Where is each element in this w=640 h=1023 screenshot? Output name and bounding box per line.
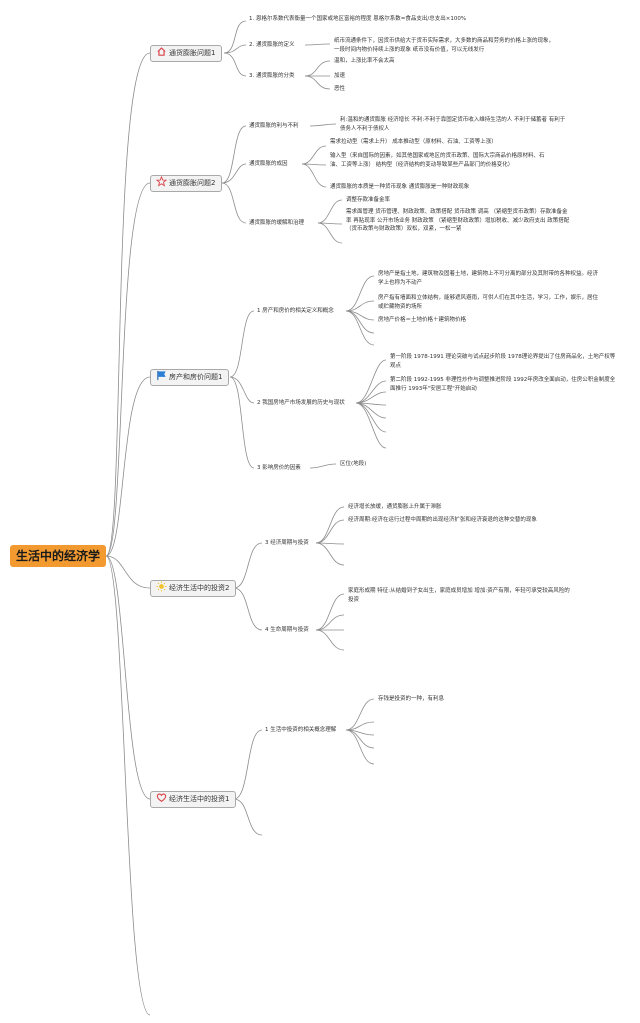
star-icon [155,175,168,187]
leaf-demand-management[interactable]: 需求面管理 货币管理、财政政策、政策搭配 货币政策 调高 （紧缩型货币政策）存款… [346,209,570,232]
leaf-imported-structural[interactable]: 输入型（来自国际的因素，如其他国家或地区的货币政策、国际大宗商品价格原材料、石油… [330,153,545,168]
heart-icon [156,792,167,803]
root-topic[interactable]: 生活中的经济学 [10,545,106,567]
leaf-phase-two[interactable]: 第二阶段 1992-1995 非理性炒作与调整推进阶段 1992年房改全面启动，… [390,377,616,392]
node-economic-cycle[interactable]: 3 经济周期与投资 [265,540,309,546]
leaf-savings-interest[interactable]: 存钱是投资的一种，有利息 [378,696,445,702]
node-investment-concepts[interactable]: 1 生活中投资的相关概念理解 [265,727,337,733]
leaf-inflation-definition-text[interactable]: 纸币流通条件下，因货币供给大于货币实际需求，大多数的商品和劳务的价格上涨的现象，… [334,38,555,53]
leaf-reserve-ratio[interactable]: 调整存款准备金率 [346,197,391,203]
leaf-location[interactable]: 区位(地段) [340,461,367,467]
leaf-family-formation[interactable]: 家庭形成期 特征:从结婚到子女出生，家庭成员增加 增加:资产有限，年轻可承受较高… [348,588,570,603]
branch-label: 经济生活中的投资2 [169,584,230,592]
connector-root-b2 [105,182,151,557]
node-market-history[interactable]: 2 我国房地产市场发展的历史与现状 [257,400,345,406]
branch-real-estate-1[interactable]: 房产和房价问题1 [150,369,230,386]
house-icon [156,46,167,57]
leaf-stagflation[interactable]: 经济增长放缓，通货膨胀上升属于滞胀 [348,504,442,510]
branch-inflation-1[interactable]: 通货膨胀问题1 [150,45,223,62]
branch-investment-2[interactable]: 经济生活中的投资2 [150,580,237,597]
node-real-estate-definitions[interactable]: 1 房产和房价的相关定义和概念 [257,308,334,314]
node-price-factors[interactable]: 3 影响房价的因素 [257,465,301,471]
branch-investment-1[interactable]: 经济生活中的投资1 [150,791,237,808]
connector-root-tail [105,555,151,1016]
branch-inflation-2[interactable]: 通货膨胀问题2 [150,175,223,192]
node-inflation-types[interactable]: 3. 通货膨胀的分类 [249,73,295,79]
leaf-hyperinflation[interactable]: 恶性 [334,86,346,92]
flag-icon [156,370,167,381]
branch-label: 通货膨胀问题2 [169,179,216,187]
sun-icon [156,581,167,592]
leaf-accelerating-inflation[interactable]: 加速 [334,73,346,79]
node-inflation-definition[interactable]: 2. 通货膨胀的定义 [249,42,295,48]
connector-root-b5 [105,555,151,800]
node-life-cycle[interactable]: 4 生命周期与投资 [265,627,309,633]
node-pros-cons[interactable]: 通货膨胀的利与不利 [249,123,299,129]
connector-root-b3 [105,376,151,557]
connector-root-b4 [105,555,151,589]
leaf-price-formula[interactable]: 房地产价格＝土地价格＋建筑物价格 [378,317,467,323]
leaf-pros-cons-text[interactable]: 利:温和的通货膨胀 经济增长 不利:不利于靠固定货币收入维持生活的人 不利于储蓄… [340,117,566,132]
leaf-mild-inflation[interactable]: 温和，上涨比率不会太高 [334,58,395,64]
leaf-property-definition[interactable]: 房产指有墙面和立体结构，能够遮风避雨，可供人们在其中生活，学习，工作，娱乐，居住… [378,295,599,310]
node-inflation-control[interactable]: 通货膨胀的缓解和治理 [249,220,305,226]
leaf-cycle-definition[interactable]: 经济周期:经济在运行过程中周期的出现经济扩张和经济衰退的这种交替的现象 [348,517,537,523]
leaf-phase-one[interactable]: 第一阶段 1978-1991 理论突破与试点起步阶段 1978理论界提出了住房商… [390,354,616,369]
node-engel-coefficient[interactable]: 1. 恩格尔系数代表衡量一个国家或地区富裕的程度 恩格尔系数=食品支出/总支出×… [249,16,467,22]
branch-label: 通货膨胀问题1 [169,49,216,57]
leaf-demand-cost-push[interactable]: 需求拉动型（需求上升） 成本推动型（原材料、石油、工资等上涨） [330,139,497,145]
connector-root-b1 [105,52,151,557]
branch-label: 经济生活中的投资1 [169,795,230,803]
node-inflation-causes[interactable]: 通货膨胀的成因 [249,161,288,167]
leaf-real-estate-definition[interactable]: 房地产是指土地，建筑物及固着土地，建筑物上不可分离的部分及其附带的各种权益。经济… [378,271,599,286]
leaf-inflation-nature[interactable]: 通货膨胀的本质是一种货币现象 通货膨胀是一种财政现象 [330,184,470,190]
branch-label: 房产和房价问题1 [169,373,223,381]
